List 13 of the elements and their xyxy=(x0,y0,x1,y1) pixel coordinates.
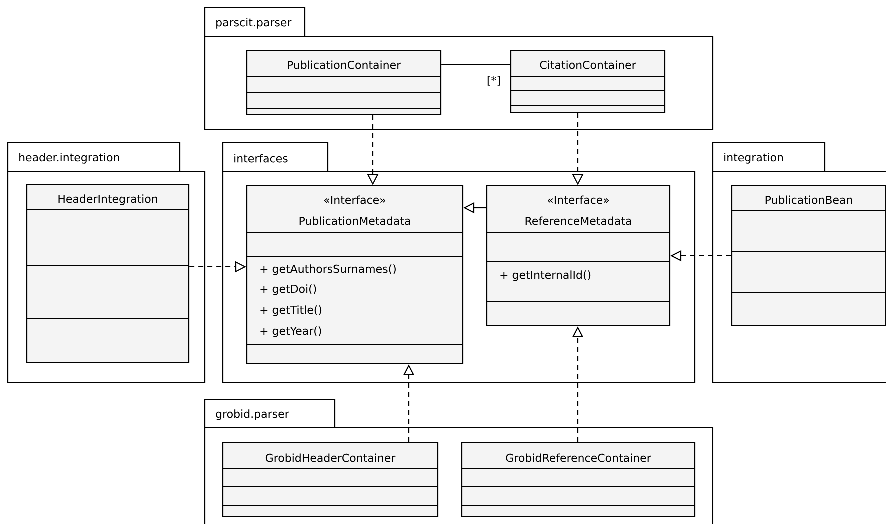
class-box: PublicationBean xyxy=(731,185,886,327)
class-box: «Interface» ReferenceMetadata + getInternalId() xyxy=(486,185,671,327)
multiplicity-label: [*] xyxy=(486,75,502,87)
node-label: parscit.parser xyxy=(216,18,292,29)
class-box: CitationContainer xyxy=(510,50,666,114)
class-box: GrobidHeaderContainer xyxy=(222,442,439,518)
class-box: «Interface» PublicationMetadata + getAuthorsSurnames() + getDoi() + getTitle() + getYear() xyxy=(246,185,464,365)
class-box: GrobidReferenceContainer xyxy=(461,442,696,518)
association-line xyxy=(442,64,510,66)
class-box: PublicationContainer xyxy=(246,50,442,116)
node-label: interfaces xyxy=(234,154,288,163)
node-label: header.integration xyxy=(20,153,120,164)
class-box: HeaderIntegration xyxy=(26,184,190,364)
